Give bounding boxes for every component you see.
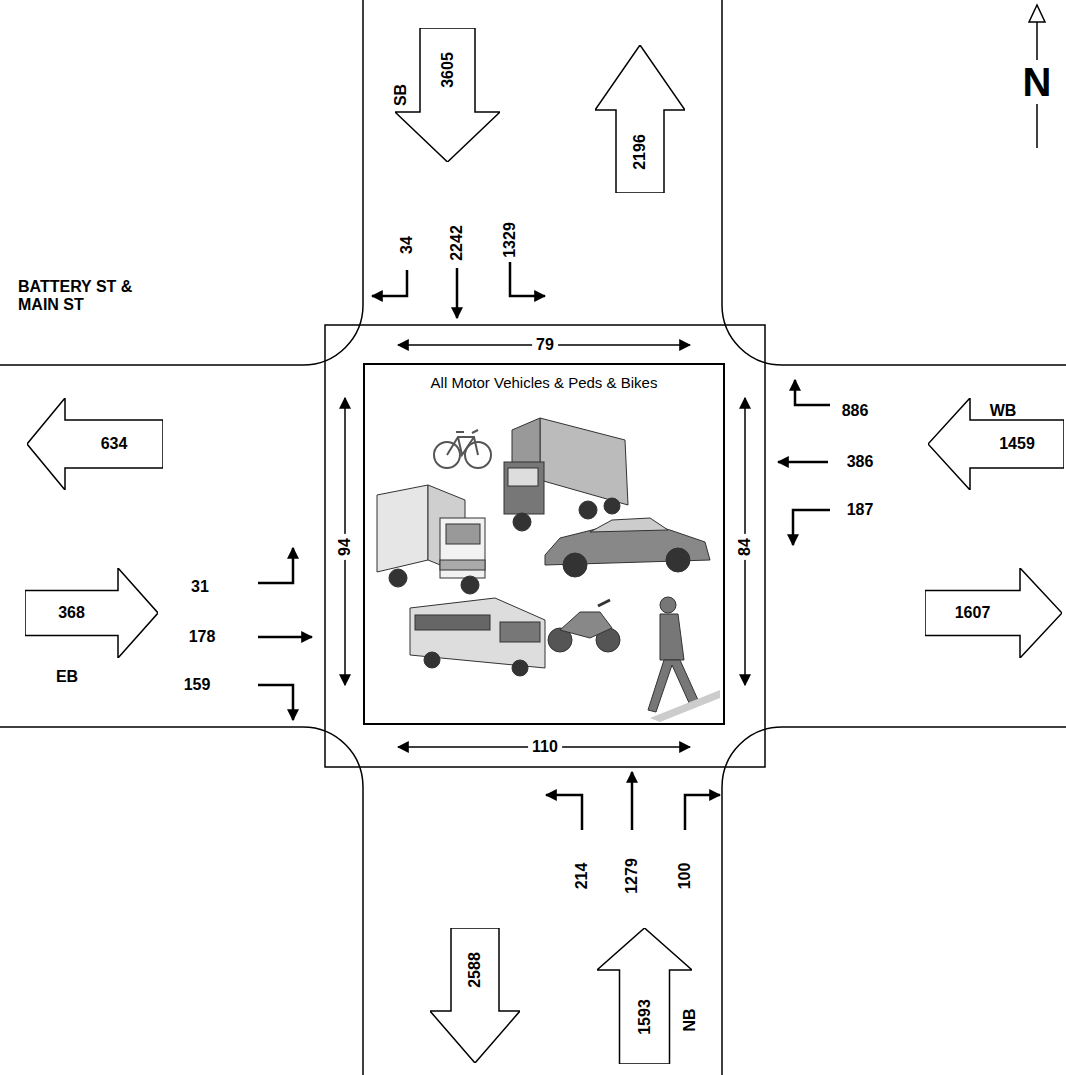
volume-number: 1459 <box>999 436 1035 452</box>
hollow-arrow-outline <box>27 398 163 490</box>
ped-count: 110 <box>528 738 562 756</box>
turn-count: 386 <box>847 454 874 470</box>
hollow-arrow-outline <box>395 28 500 162</box>
turn-count: 886 <box>842 403 869 419</box>
direction-label: SB <box>393 84 409 106</box>
turn-count: 214 <box>574 863 590 890</box>
volume-number: 368 <box>58 605 85 621</box>
ped-count: 94 <box>336 534 354 560</box>
hollow-arrow-outline <box>925 568 1062 658</box>
volume-number: 1593 <box>637 999 653 1035</box>
turn-count: 2242 <box>449 225 465 261</box>
volume-arrow: 3605 <box>395 28 500 162</box>
direction-label: NB <box>682 1008 698 1031</box>
direction-label: EB <box>56 669 78 685</box>
volume-number: 2588 <box>467 952 483 988</box>
hollow-arrow-outline <box>25 568 158 658</box>
north-label: N <box>1023 62 1052 102</box>
street-name: BATTERY ST & MAIN ST <box>18 278 136 315</box>
turn-count: 178 <box>189 629 216 645</box>
volume-number: 634 <box>101 436 128 452</box>
turn-count: 1279 <box>624 858 640 894</box>
ped-count: 84 <box>736 534 754 560</box>
volume-number: 3605 <box>440 52 456 88</box>
hollow-arrow-outline <box>597 928 692 1064</box>
volume-arrow: 2588 <box>430 928 520 1063</box>
hollow-arrow-outline <box>430 928 520 1063</box>
vehicle-illustration <box>377 418 720 722</box>
box-title: All Motor Vehicles & Peds & Bikes <box>431 375 658 390</box>
intersection-box: All Motor Vehicles & Peds & Bikes <box>363 363 725 725</box>
volume-arrow: 368 <box>25 568 158 658</box>
hollow-arrow-outline <box>595 45 685 193</box>
turn-count: 31 <box>191 579 209 595</box>
turn-count: 34 <box>399 236 415 254</box>
volume-arrow: 1607 <box>925 568 1062 658</box>
volume-number: 1607 <box>955 605 991 621</box>
turn-count: 100 <box>677 863 693 890</box>
turn-count: 1329 <box>502 222 518 258</box>
direction-label: WB <box>990 403 1017 419</box>
volume-number: 2196 <box>632 134 648 170</box>
ped-count: 79 <box>532 336 558 354</box>
turn-count: 187 <box>847 502 874 518</box>
volume-arrow: 634 <box>27 398 163 490</box>
volume-arrow: 2196 <box>595 45 685 193</box>
volume-arrow: 1593 <box>597 928 692 1064</box>
turn-count: 159 <box>184 677 211 693</box>
